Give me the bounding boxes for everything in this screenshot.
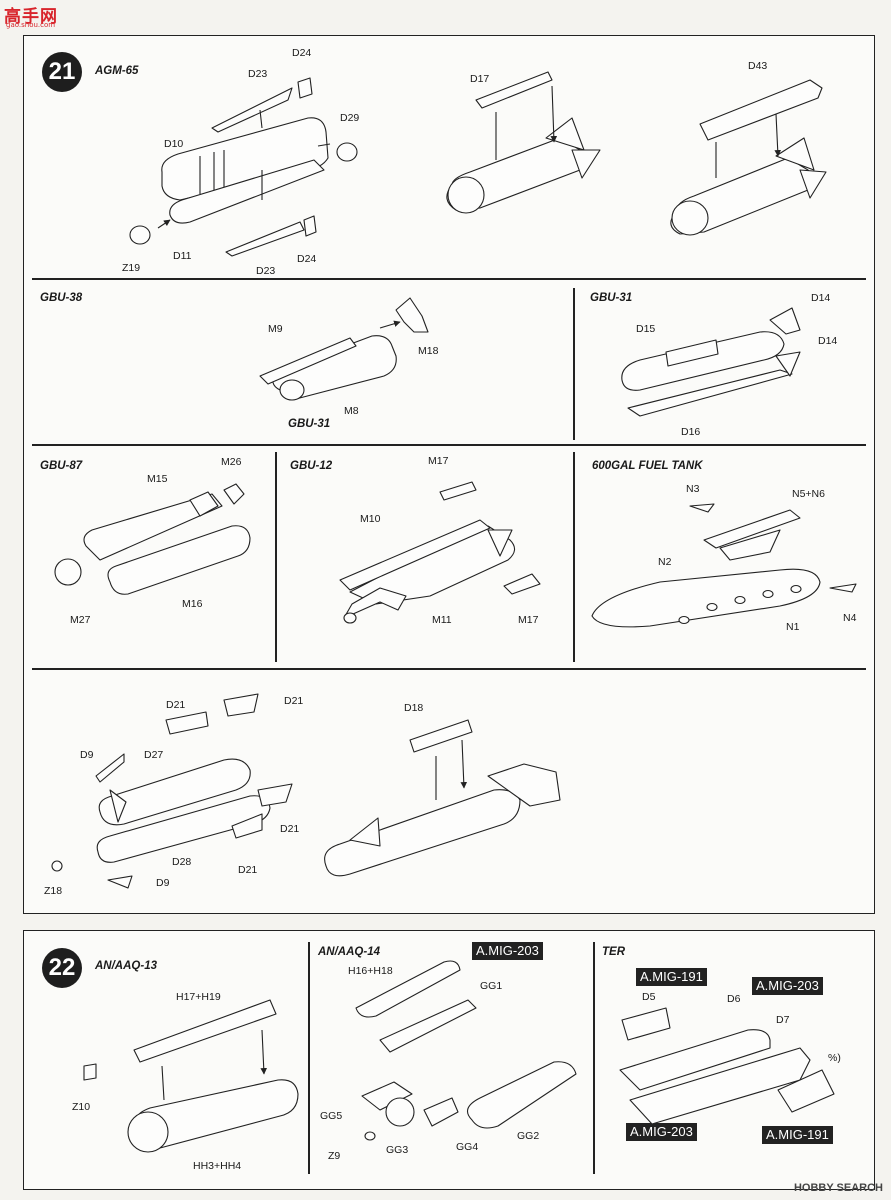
paint-tag-mig191: A.MIG-191	[762, 1126, 833, 1144]
gbu38-drawing	[260, 298, 428, 400]
step-21-divider-col-a	[573, 288, 575, 440]
part-label: D23	[256, 265, 276, 277]
part-label: D9	[156, 877, 170, 889]
fuel-tank-drawing	[592, 504, 856, 627]
part-label: Z9	[328, 1150, 341, 1162]
part-label: D27	[144, 749, 164, 761]
part-label: M8	[344, 405, 359, 417]
bottom-row-right-drawing	[325, 720, 560, 876]
part-label: D23	[248, 68, 268, 80]
paint-tag-mig203: A.MIG-203	[472, 942, 543, 960]
step-21-divider-col-c	[573, 452, 575, 662]
paint-tag-mig191: A.MIG-191	[636, 968, 707, 986]
part-label: GG2	[517, 1130, 540, 1142]
part-label: H17+H19	[176, 991, 221, 1003]
part-label: M9	[268, 323, 283, 335]
part-label: N4	[843, 612, 857, 624]
step-21-divider-row3	[32, 668, 866, 670]
part-label: D21	[238, 864, 258, 876]
section-title-anaaq14: AN/AAQ-14	[318, 946, 380, 958]
step-21-divider-row1	[32, 278, 866, 280]
part-label: D10	[164, 138, 184, 150]
section-caption-gbu31: GBU-31	[288, 418, 331, 430]
section-title-agm65: AGM-65	[95, 65, 139, 77]
part-label: Z18	[44, 885, 63, 897]
footer-watermark: HOBBY SEARCH	[793, 1182, 883, 1194]
section-title-fuel-tank: 600GAL FUEL TANK	[592, 460, 703, 472]
part-label: GG1	[480, 980, 503, 992]
part-label: D9	[80, 749, 94, 761]
part-label: D21	[166, 699, 186, 711]
part-label: N1	[786, 621, 800, 633]
anaaq14-drawing	[356, 961, 576, 1140]
part-label: N2	[658, 556, 672, 568]
part-label: D14	[818, 335, 838, 347]
watermark-url: gao.shou.com	[6, 21, 56, 29]
part-label: M11	[432, 614, 452, 626]
section-title-gbu38: GBU-38	[40, 292, 83, 304]
step-21-number: 21	[42, 52, 82, 92]
part-label: M27	[70, 614, 91, 626]
watermark-brand: 高手网	[4, 7, 58, 27]
part-label: H16+H18	[348, 965, 393, 977]
part-label: M17	[518, 614, 539, 626]
gbu31-drawing	[622, 308, 800, 416]
step-21-divider-col-b	[275, 452, 277, 662]
part-label: D43	[748, 60, 768, 72]
anaaq13-drawing	[84, 1000, 298, 1152]
bottom-row-left-drawing	[52, 694, 292, 888]
part-label: M15	[147, 473, 168, 485]
part-label: D6	[727, 993, 741, 1005]
agm65-exploded-drawing	[130, 78, 357, 256]
step-22-divider-a	[308, 942, 310, 1174]
step-22-number: 22	[42, 948, 82, 988]
part-label: D7	[776, 1014, 790, 1026]
section-title-gbu87: GBU-87	[40, 460, 83, 472]
part-label: D21	[284, 695, 304, 707]
watermark-logo: 高手网 gao.shou.com	[4, 2, 68, 30]
section-title-gbu12: GBU-12	[290, 460, 333, 472]
ter-drawing	[620, 1008, 834, 1124]
part-label: GG3	[386, 1144, 409, 1156]
part-label: N5+N6	[792, 488, 825, 500]
part-label: M18	[418, 345, 439, 357]
part-label: D5	[642, 991, 656, 1003]
gbu87-drawing	[55, 484, 250, 594]
gbu12-drawing	[340, 482, 540, 623]
part-label: D29	[340, 112, 360, 124]
part-label: %)	[828, 1052, 841, 1064]
paint-tag-mig203: A.MIG-203	[752, 977, 823, 995]
part-label: D15	[636, 323, 656, 335]
part-label: D21	[280, 823, 300, 835]
part-label: M16	[182, 598, 203, 610]
part-label: M17	[428, 455, 449, 467]
agm65-assembled-d43	[671, 80, 826, 235]
section-title-gbu31: GBU-31	[590, 292, 633, 304]
part-label: D16	[681, 426, 701, 438]
agm65-assembled-d17	[447, 72, 600, 213]
section-title-anaaq13: AN/AAQ-13	[95, 960, 157, 972]
part-label: D11	[173, 250, 192, 262]
step-21-divider-row2	[32, 444, 866, 446]
part-label: D28	[172, 856, 192, 868]
part-label: D17	[470, 73, 490, 85]
part-label: D24	[297, 253, 317, 265]
section-title-ter: TER	[602, 946, 625, 958]
part-label: GG4	[456, 1141, 479, 1153]
part-label: GG5	[320, 1110, 343, 1122]
part-label: Z10	[72, 1101, 91, 1113]
part-label: HH3+HH4	[193, 1160, 242, 1172]
part-label: N3	[686, 483, 700, 495]
step-22-divider-b	[593, 942, 595, 1174]
part-label: D14	[811, 292, 831, 304]
paint-tag-mig203: A.MIG-203	[626, 1123, 697, 1141]
part-label: Z19	[122, 262, 141, 274]
part-label: D18	[404, 702, 424, 714]
part-label: M10	[360, 513, 381, 525]
part-label: M26	[221, 456, 242, 468]
part-label: D24	[292, 47, 312, 59]
